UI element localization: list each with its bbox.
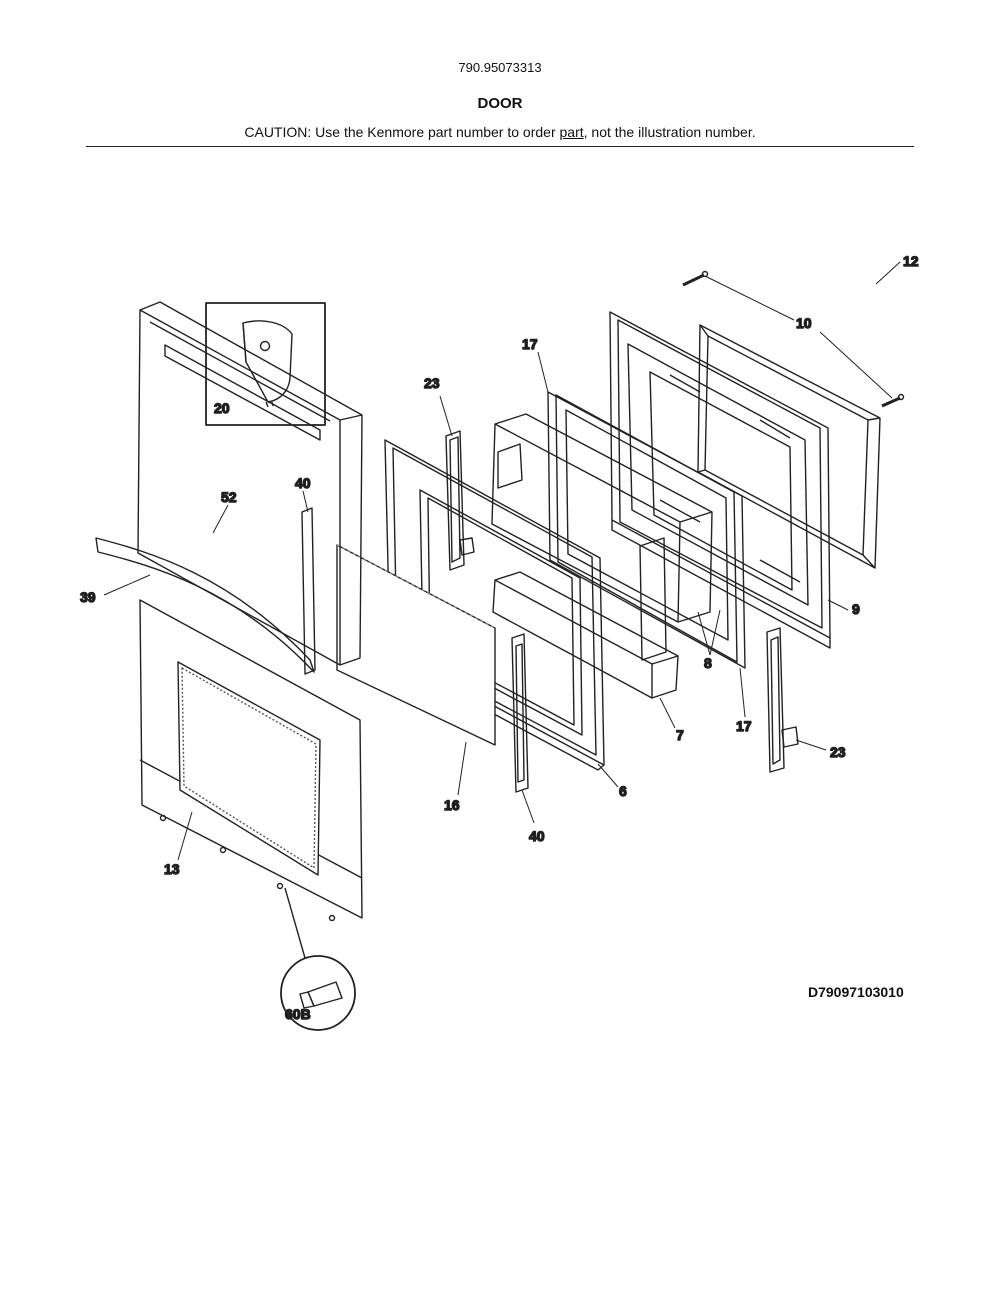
page-title: DOOR	[477, 95, 523, 112]
callout-16: 16	[444, 797, 460, 813]
callout-52: 52	[221, 489, 237, 505]
part-40-brackets	[301, 507, 529, 793]
callout-7: 7	[676, 727, 684, 743]
callout-40b: 40	[529, 828, 545, 844]
callout-23: 23	[424, 375, 440, 391]
callout-23b: 23	[830, 744, 846, 760]
part-52-top-trim	[137, 301, 363, 666]
callout-13: 13	[164, 861, 180, 877]
callout-12: 12	[903, 253, 919, 269]
callout-40: 40	[295, 475, 311, 491]
caution-note: CAUTION: Use the Kenmore part number to …	[0, 124, 1000, 140]
part-13-outer-door	[139, 599, 363, 922]
callout-17: 17	[522, 336, 538, 352]
part-23-hinges	[445, 430, 799, 773]
callout-20: 20	[214, 400, 230, 416]
caution-text: CAUTION: Use the Kenmore part number to …	[244, 124, 560, 140]
part-16-glass	[336, 544, 496, 746]
callout-8: 8	[704, 655, 712, 671]
diagram-code: D79097103010	[808, 984, 904, 1000]
part-60b-screw-inset	[280, 887, 356, 1031]
callout-9: 9	[852, 601, 860, 617]
part-9-inner-panel	[609, 311, 831, 649]
model-number: 790.95073313	[458, 60, 542, 75]
caution-part-link[interactable]: part	[559, 124, 584, 140]
leader-lines	[103, 261, 901, 861]
callout-60b: 60B	[285, 1006, 311, 1022]
caution-text-end: , not the illustration number.	[583, 124, 756, 140]
part-7-strip	[492, 571, 679, 699]
callout-10: 10	[796, 315, 812, 331]
part-10-screws	[682, 270, 905, 408]
callout-39: 39	[80, 589, 96, 605]
part-39-handle	[95, 537, 315, 673]
callout-17b: 17	[736, 718, 752, 734]
part-12-rear-frame	[697, 324, 881, 569]
callout-6: 6	[619, 783, 627, 799]
header-divider	[86, 146, 914, 147]
part-8-insulation	[491, 413, 713, 661]
part-17-seal-frame	[547, 391, 746, 669]
